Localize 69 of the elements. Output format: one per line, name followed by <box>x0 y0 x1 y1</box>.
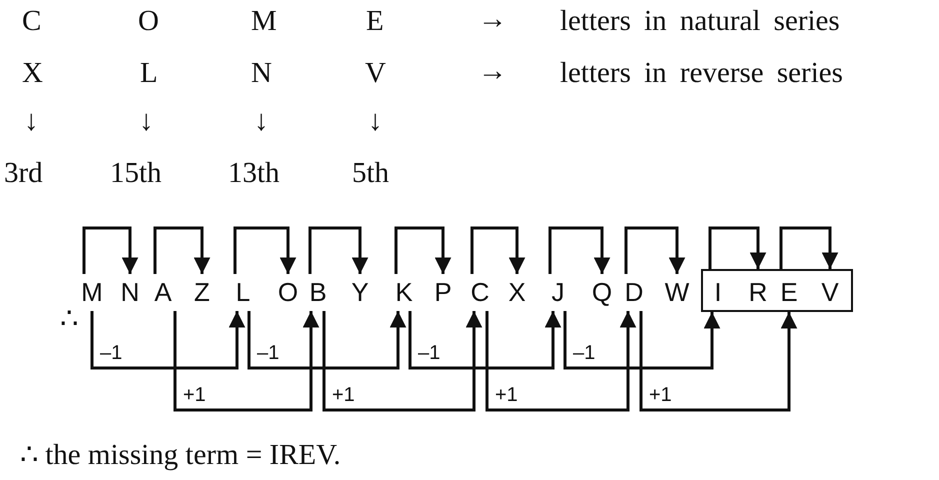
arrow <box>248 311 406 370</box>
position-number: 15th <box>110 156 162 190</box>
series-letter: P <box>430 277 456 307</box>
arrow <box>174 311 320 412</box>
series-letter: C <box>467 277 493 307</box>
answer-box <box>701 269 853 312</box>
arrow <box>234 226 296 274</box>
arrow <box>624 226 686 274</box>
arrow <box>564 311 720 370</box>
series-letter: R <box>745 277 771 307</box>
arrow <box>470 226 526 274</box>
series-letter: E <box>366 4 384 38</box>
arrow-sign: ↓ <box>139 104 154 138</box>
series-letter: C <box>22 4 42 38</box>
series-letter: E <box>776 277 802 307</box>
edge-label: +1 <box>649 384 672 406</box>
series-letter: O <box>275 277 301 307</box>
arrow-sign: ↓ <box>254 104 268 138</box>
series-letter: X <box>504 277 530 307</box>
series-letter: L <box>230 277 256 307</box>
edge-label: –1 <box>573 342 596 364</box>
series-letter: K <box>391 277 417 307</box>
series-letter: N <box>251 56 272 90</box>
note-text: letters in reverse series <box>560 56 843 90</box>
arrow <box>308 226 368 274</box>
arrow <box>322 311 482 412</box>
position-number: 3rd <box>4 156 43 190</box>
series-letter: N <box>117 277 143 307</box>
conclusion-text: ∴ the missing term = IREV. <box>20 438 341 472</box>
series-letter: X <box>22 56 43 90</box>
position-number: 5th <box>352 156 390 190</box>
edge-label: –1 <box>100 342 122 364</box>
arrow-sign: → <box>478 54 507 88</box>
arrow-sign: ↓ <box>24 104 38 138</box>
series-letter: V <box>365 56 386 90</box>
arrow-sign: → <box>478 2 507 36</box>
series-letter: B <box>305 277 331 307</box>
arrow <box>780 226 838 269</box>
series-letter: A <box>150 277 176 307</box>
arrow <box>408 311 562 370</box>
series-letter: D <box>621 277 647 307</box>
edge-label: +1 <box>332 384 355 406</box>
arrow <box>708 226 766 269</box>
arrow-sign: ↓ <box>368 104 382 138</box>
series-letter: O <box>138 4 159 38</box>
series-letter: L <box>140 56 158 90</box>
arrow <box>82 226 138 274</box>
series-letter: J <box>545 277 571 307</box>
arrow <box>640 311 798 412</box>
edge-label: +1 <box>495 384 518 406</box>
series-letter: Y <box>347 277 373 307</box>
note-text: letters in natural series <box>560 4 840 38</box>
series-letter: M <box>251 4 277 38</box>
arrow <box>486 311 636 412</box>
edge-label: +1 <box>183 384 206 406</box>
arrow <box>548 226 610 274</box>
series-letter: W <box>664 277 690 307</box>
series-letter: V <box>817 277 843 307</box>
arrow <box>154 226 210 274</box>
position-number: 13th <box>228 156 280 190</box>
edge-label: –1 <box>418 342 440 364</box>
series-letter: M <box>79 277 105 307</box>
series-letter: I <box>705 277 731 307</box>
series-letter: Q <box>589 277 615 307</box>
arrow <box>90 311 246 370</box>
series-letter: Z <box>189 277 215 307</box>
edge-label: –1 <box>257 342 280 364</box>
therefore-sign: ∴ <box>60 302 78 336</box>
arrow <box>394 226 452 274</box>
